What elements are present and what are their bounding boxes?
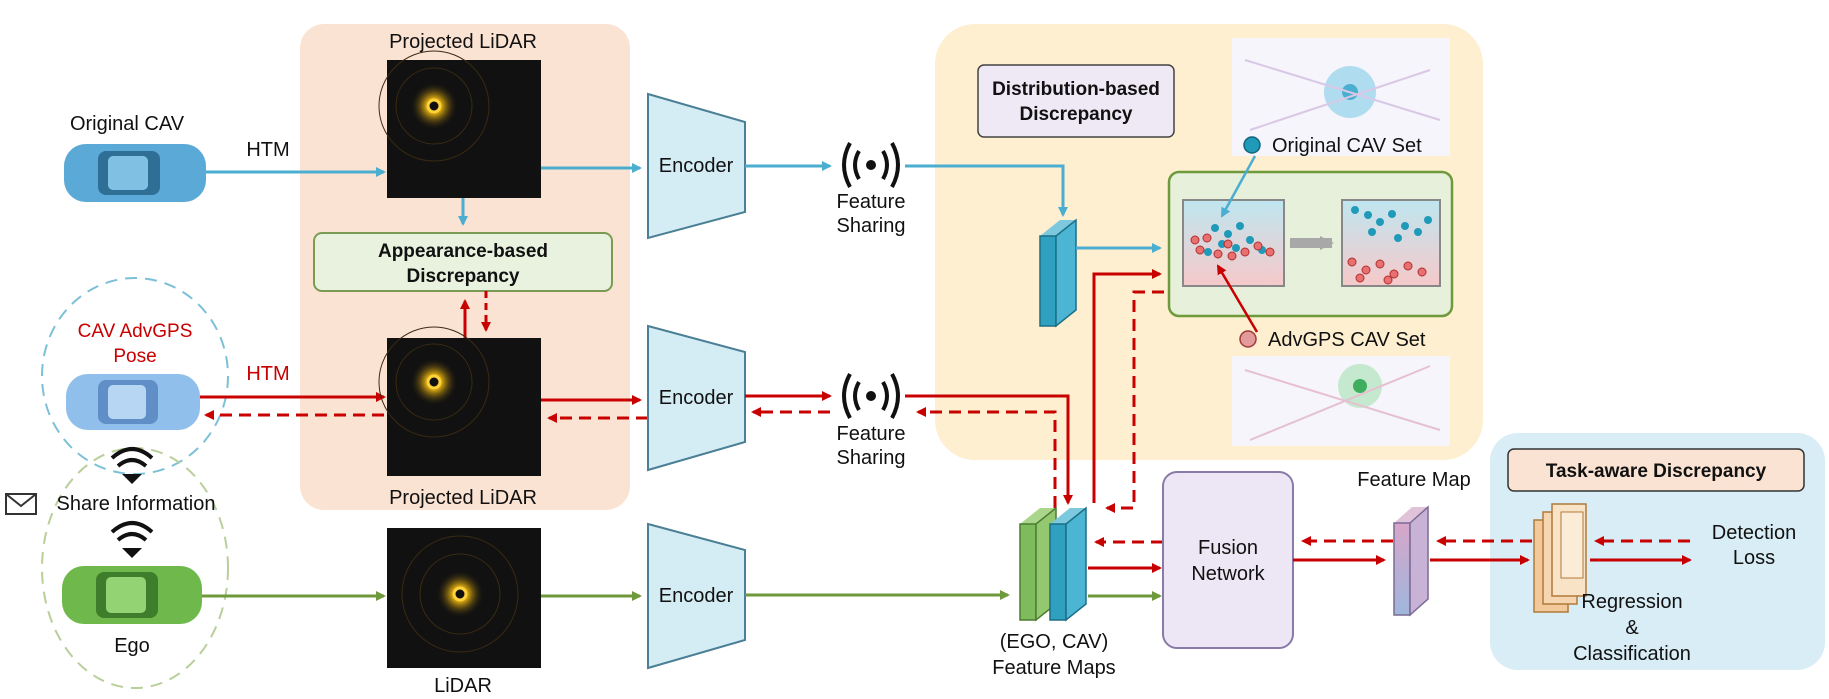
advgps-cav-set-marker [1239, 330, 1257, 348]
scatter-before [1182, 199, 1285, 287]
advgps-cav-set-label: AdvGPS CAV Set [1268, 329, 1426, 351]
envelope-icon [5, 493, 37, 515]
original-cav-set-label: Original CAV Set [1272, 135, 1422, 157]
task-aware-label: Task-aware Discrepancy [1546, 461, 1767, 482]
detection-label-1: Detection [1712, 522, 1797, 544]
regression-label-2: & [1625, 617, 1639, 639]
feature-sharing-top-label-2: Sharing [837, 215, 906, 237]
fusion-label-2: Network [1191, 563, 1265, 585]
encoder-top-label: Encoder [659, 155, 734, 177]
arrow-original-set [1220, 155, 1257, 218]
encoder-top [647, 92, 746, 240]
encoder-mid-label: Encoder [659, 387, 734, 409]
appearance-label-2: Discrepancy [406, 266, 519, 287]
point-cloud-image [378, 50, 541, 198]
point-cloud-image [387, 528, 541, 668]
arrow-advgps-set [1216, 264, 1259, 333]
distribution-label-1: Distribution-based [992, 79, 1160, 100]
arrow-feature-maps-to-distribution [1092, 269, 1162, 503]
arrow-sharing-to-feature-maps [905, 394, 1073, 505]
fusion-label-1: Fusion [1198, 537, 1258, 559]
original-cav-label: Original CAV [70, 113, 185, 135]
point-cloud-image [378, 326, 541, 476]
cav-feature-block [1039, 218, 1077, 328]
car-icon [64, 144, 206, 202]
projected-lidar-mid-label: Projected LiDAR [389, 487, 537, 509]
regression-label-3: Classification [1573, 643, 1691, 665]
feature-sharing-mid-label-1: Feature [837, 423, 906, 445]
projected-lidar-top-label: Projected LiDAR [389, 31, 537, 53]
distribution-discrepancy-box [977, 64, 1175, 138]
detection-label-2: Loss [1733, 547, 1775, 569]
wireless-signal-icon [110, 521, 154, 558]
appearance-discrepancy-box [313, 232, 613, 292]
point-cloud-image [1232, 356, 1450, 446]
cav-advgps-label-1: CAV AdvGPS [78, 321, 193, 342]
distribution-label-2: Discrepancy [1019, 104, 1132, 125]
encoder-bottom-label: Encoder [659, 585, 734, 607]
original-cav-set-marker [1243, 136, 1261, 154]
arrow-feature-maps-to-sharing-grad [916, 407, 1057, 508]
regression-label-1: Regression [1581, 591, 1682, 613]
detection-head-icon [1533, 503, 1587, 613]
task-aware-panel [1490, 433, 1825, 670]
arrow-distribution-gradient [1105, 290, 1164, 513]
feature-sharing-top-label-1: Feature [837, 191, 906, 213]
feature-maps-label-1: (EGO, CAV) [1000, 631, 1109, 653]
scatter-before-points [1190, 222, 1275, 261]
lidar-label: LiDAR [434, 675, 492, 697]
task-aware-box [1507, 448, 1805, 492]
feature-sharing-mid-label-2: Sharing [837, 447, 906, 469]
point-cloud-image [1232, 38, 1450, 156]
ego-label: Ego [114, 635, 150, 657]
wireless-signal-icon [110, 447, 154, 484]
fusion-network-box [1162, 471, 1294, 649]
feature-maps-label-2: Feature Maps [992, 657, 1115, 679]
encoder-mid [647, 324, 746, 472]
car-icon [66, 374, 200, 430]
htm-mid-label: HTM [246, 363, 289, 385]
scatter-after-points [1347, 206, 1432, 285]
appearance-label-1: Appearance-based [378, 241, 548, 262]
encoder-bottom [647, 522, 746, 670]
feature-map-label: Feature Map [1357, 469, 1470, 491]
wireless-signal-icon [842, 373, 900, 419]
htm-top-label: HTM [246, 139, 289, 161]
arrow-sharing-to-cav-feature [905, 164, 1068, 217]
feature-map [1393, 505, 1429, 617]
car-icon [62, 566, 202, 624]
share-information-label: Share Information [57, 493, 216, 515]
cav-advgps-label-2: Pose [113, 346, 156, 367]
wireless-signal-icon [842, 142, 900, 188]
cav-feature-map [1049, 506, 1087, 622]
